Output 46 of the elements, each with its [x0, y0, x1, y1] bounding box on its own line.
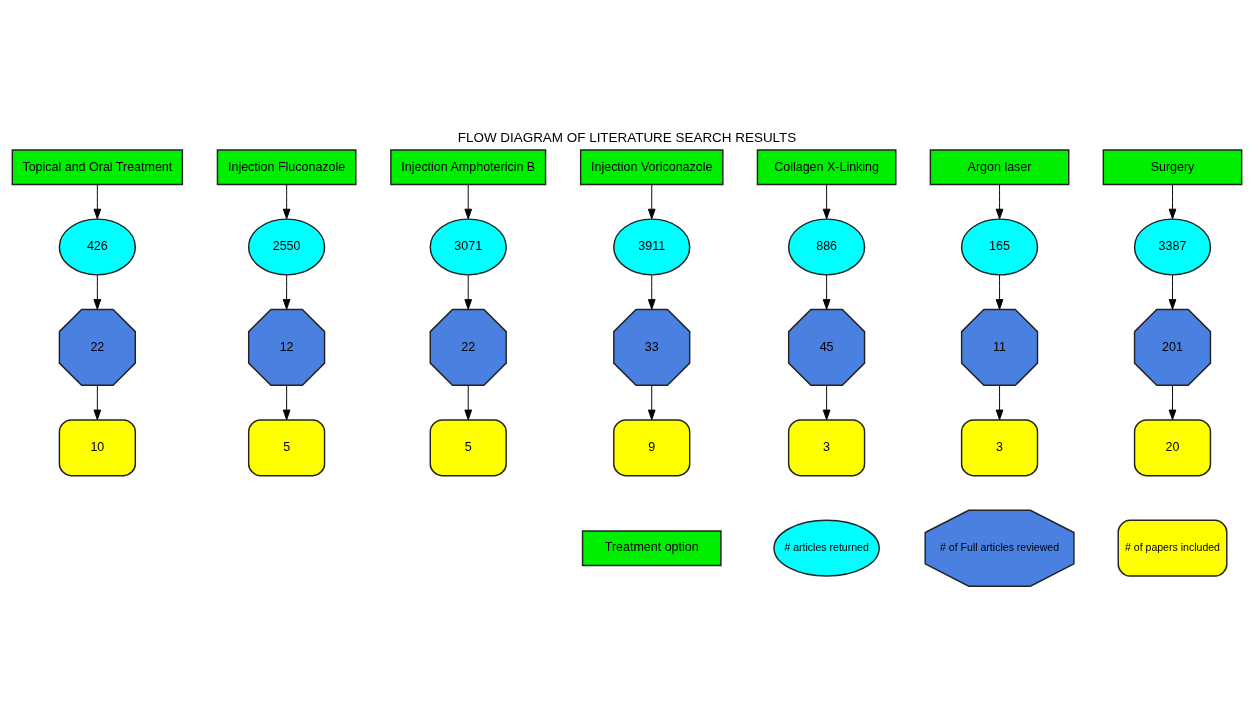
arrow — [464, 384, 473, 420]
arrow — [282, 384, 291, 420]
node-ellipse: 426 — [58, 217, 136, 276]
arrow — [647, 384, 656, 420]
arrow — [647, 273, 656, 310]
node-box: Injection Fluconazole — [216, 148, 357, 185]
node-ellipse: 165 — [960, 217, 1039, 276]
node-box: Collagen X-Linking — [756, 148, 897, 185]
node-ellipse: 3387 — [1133, 217, 1212, 276]
node-box: Injection Amphotericin B — [390, 148, 547, 185]
node-box: 5 — [247, 418, 326, 476]
node-box: 5 — [429, 418, 507, 476]
node-ellipse: 886 — [787, 217, 866, 276]
node-box: Surgery — [1102, 148, 1243, 185]
node-box: 3 — [787, 418, 866, 476]
arrow — [822, 183, 831, 219]
arrow — [93, 384, 102, 420]
node-ellipse: 3071 — [429, 217, 507, 276]
node-box: 10 — [58, 418, 136, 476]
arrow — [647, 183, 656, 219]
arrow — [995, 183, 1004, 219]
node-box: # of papers included — [1117, 519, 1228, 577]
node-box: Argon laser — [929, 148, 1070, 185]
arrow — [995, 384, 1004, 420]
arrow — [282, 183, 291, 219]
arrow — [822, 384, 831, 420]
arrow — [1168, 273, 1177, 310]
arrow — [93, 273, 102, 310]
arrow — [464, 183, 473, 219]
node-ellipse: # articles returned — [773, 519, 880, 577]
node-box: Injection Voriconazole — [579, 148, 724, 185]
diagram-title: FLOW DIAGRAM OF LITERATURE SEARCH RESULTS — [457, 129, 797, 145]
arrow — [282, 273, 291, 310]
node-ellipse: 3911 — [613, 217, 691, 276]
arrow — [822, 273, 831, 310]
node-box: Treatment option — [581, 529, 722, 566]
arrow — [464, 273, 473, 310]
node-box: Topical and Oral Treatment — [11, 148, 184, 185]
arrow — [93, 183, 102, 219]
arrow — [1168, 183, 1177, 219]
node-box: 9 — [613, 418, 691, 476]
node-box: 3 — [960, 418, 1039, 476]
node-ellipse: 2550 — [247, 217, 326, 276]
arrow — [1168, 384, 1177, 420]
node-box: 20 — [1133, 418, 1212, 476]
arrow — [995, 273, 1004, 310]
